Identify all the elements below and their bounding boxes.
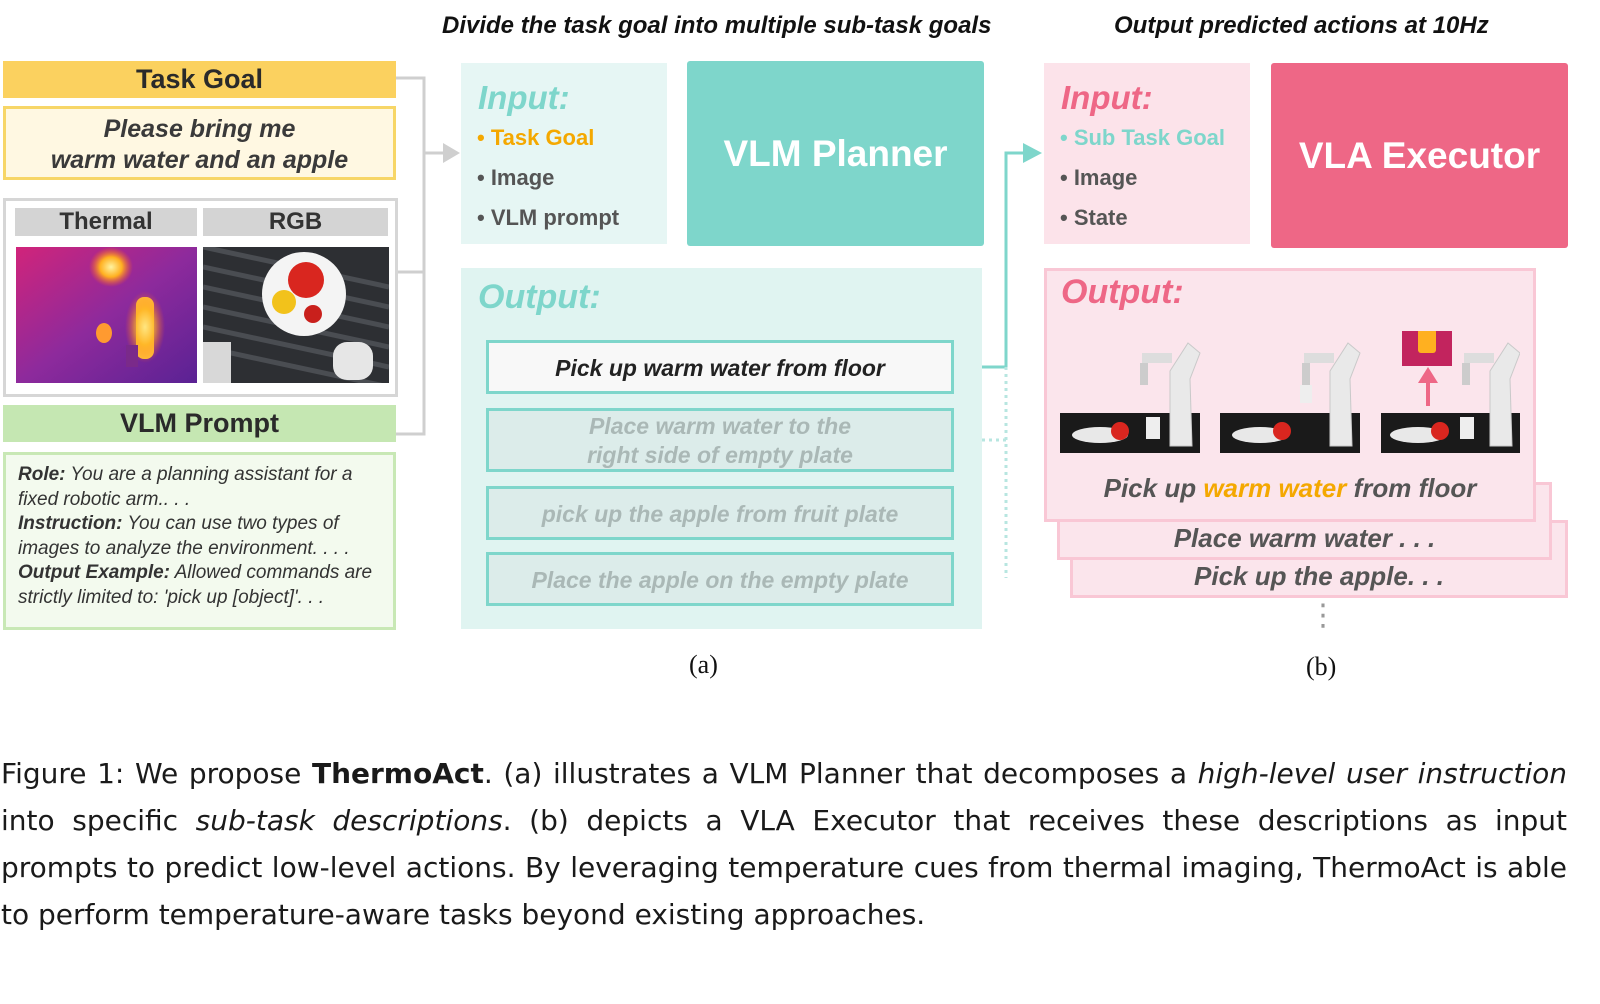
caption-em1: high-level user instruction	[1198, 757, 1567, 790]
prompt-instruction: Instruction: You can use two types of im…	[18, 512, 393, 561]
subtask-4: Place the apple on the empty plate	[486, 552, 954, 606]
left-bracket	[396, 78, 424, 434]
prompt-output-label: Output Example:	[18, 562, 170, 583]
caption-name: ThermoAct	[312, 757, 484, 790]
robot-frame-1	[1060, 343, 1200, 453]
rgb-strawberry	[304, 305, 322, 323]
rgb-apple	[288, 262, 324, 298]
subtask-arrow-head	[1023, 143, 1042, 163]
planner-output-title: Output:	[478, 278, 601, 317]
prompt-role-label: Role:	[18, 464, 66, 485]
label-a: (a)	[689, 650, 718, 680]
executor-output-title: Output:	[1061, 273, 1184, 312]
rgb-cup	[333, 342, 373, 380]
planner-input-panel: Input: • Task Goal • Image • VLM prompt	[461, 63, 667, 244]
executor-ellipsis: ⋮	[1308, 598, 1338, 633]
rgb-lemon	[272, 290, 296, 314]
rgb-label: RGB	[203, 208, 388, 236]
vla-executor-box: VLA Executor	[1271, 63, 1568, 248]
caption-em2: sub-task descriptions	[196, 804, 503, 837]
planner-input-vlm-prompt: • VLM prompt	[477, 205, 619, 231]
thermal-image	[16, 247, 197, 383]
vlm-prompt-title: VLM Prompt	[3, 405, 396, 442]
task-goal-box: Please bring me warm water and an apple	[3, 106, 396, 180]
thermal-hot-top	[89, 247, 133, 287]
task-goal-line1: Please bring me	[6, 114, 393, 145]
executor-card-3-text: Pick up the apple. . .	[1073, 561, 1565, 592]
thermal-cold-object	[126, 345, 138, 367]
planner-input-title: Input:	[478, 79, 570, 117]
label-b: (b)	[1306, 652, 1336, 682]
caption-part2: into specific	[1, 804, 196, 837]
task-goal-line2: warm water and an apple	[6, 145, 393, 176]
prompt-output: Output Example: Allowed commands are str…	[18, 561, 393, 610]
robot-frame-3	[1381, 331, 1520, 453]
subtask-2: Place warm water to the right side of em…	[486, 408, 954, 472]
planner-input-task-goal: • Task Goal	[477, 125, 594, 151]
executor-card-2-text: Place warm water . . .	[1060, 523, 1549, 554]
prompt-instruction-label: Instruction:	[18, 513, 123, 534]
vlm-prompt-box: Role: You are a planning assistant for a…	[3, 452, 396, 630]
executor-input-panel: Input: • Sub Task Goal • Image • State	[1044, 63, 1250, 244]
executor-input-title: Input:	[1061, 79, 1153, 117]
figure-caption: Figure 1: We propose ThermoAct. (a) illu…	[1, 750, 1567, 938]
rgb-image	[203, 247, 389, 383]
executor-input-subtask-goal: • Sub Task Goal	[1060, 125, 1225, 151]
subtask-1: Pick up warm water from floor	[486, 340, 954, 394]
prompt-role: Role: You are a planning assistant for a…	[18, 463, 393, 512]
subtask-3: pick up the apple from fruit plate	[486, 486, 954, 540]
executor-card-1-text: Pick up warm water from floor	[1047, 473, 1533, 504]
executor-card-1-pre: Pick up	[1104, 473, 1204, 503]
planner-input-image: • Image	[477, 165, 554, 191]
executor-card-1: Output:	[1044, 268, 1536, 522]
subtask-2-line1: Place warm water to the	[489, 412, 951, 441]
robot-frame-2	[1220, 343, 1360, 453]
executor-card-1-highlight: warm water	[1203, 473, 1346, 503]
task-goal-title: Task Goal	[3, 61, 396, 98]
subtask-2-line2: right side of empty plate	[489, 441, 951, 470]
rgb-arm	[203, 342, 231, 383]
executor-input-image: • Image	[1060, 165, 1137, 191]
caption-part1: . (a) illustrates a VLM Planner that dec…	[484, 757, 1198, 790]
vlm-planner-box: VLM Planner	[687, 61, 984, 246]
robot-frames	[1060, 331, 1520, 456]
image-panel: Thermal RGB	[3, 198, 398, 397]
executor-card-1-post: from floor	[1346, 473, 1476, 503]
executor-input-state: • State	[1060, 205, 1128, 231]
left-arrow-head	[443, 143, 460, 163]
caption-prefix: Figure 1: We propose	[1, 757, 312, 790]
prompt-role-text: You are a planning assistant for a fixed…	[18, 464, 352, 510]
thermal-cup	[96, 323, 112, 343]
thermal-label: Thermal	[15, 208, 197, 236]
